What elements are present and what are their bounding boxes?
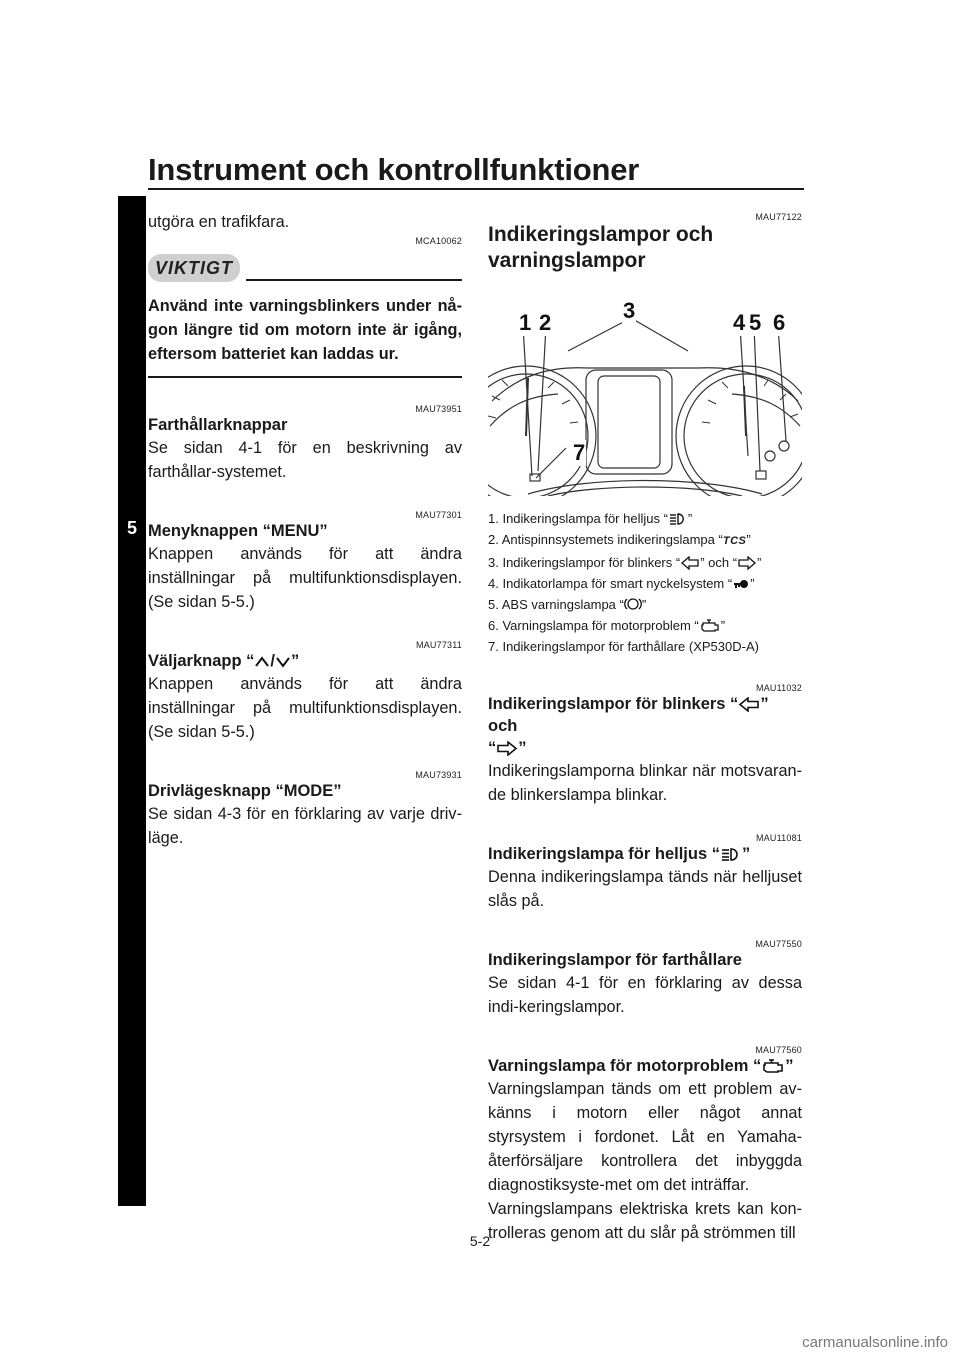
- heading-part: Väljarknapp “: [148, 652, 255, 670]
- figure-legend: 1. Indikeringslampa för helljus “ ” 2. An…: [488, 508, 802, 657]
- section-body: Se sidan 4-1 för en förklaring av dessa …: [488, 974, 802, 1016]
- heading-part: Varningslampa för motorproblem “: [488, 1057, 762, 1075]
- main-heading: varningslampor: [488, 249, 646, 272]
- section-code: MAU11081: [756, 833, 802, 843]
- legend-item: 5. ABS varningslampa “ ”: [488, 594, 802, 615]
- main-code: MAU77122: [755, 212, 802, 222]
- callout-label: 7: [572, 440, 587, 466]
- heading-part: ”: [518, 739, 527, 757]
- right-arrow-icon: [497, 741, 518, 756]
- section-body: Varningslampan tänds om ett problem av-k…: [488, 1080, 802, 1194]
- legend-item: 1. Indikeringslampa för helljus “ ”: [488, 508, 802, 529]
- engine-icon: [701, 619, 719, 632]
- section-code: MAU77550: [755, 939, 802, 949]
- heading-part: ”: [741, 845, 751, 863]
- section-heading: Varningslampa för motorproblem “ ”: [488, 1055, 802, 1077]
- legend-text: 6. Varningslampa för motorproblem “: [488, 618, 699, 633]
- legend-text: ”: [746, 532, 751, 547]
- legend-item: 4. Indikatorlampa för smart nyckelsystem…: [488, 573, 802, 594]
- page-title: Instrument och kontrollfunktioner: [148, 152, 640, 187]
- section-heading: Väljarknapp “ / ”: [148, 650, 462, 672]
- watermark: carmanualsonline.info: [802, 1334, 948, 1351]
- heading-part: “: [488, 739, 497, 757]
- engine-icon: [763, 1059, 784, 1073]
- legend-text: 3. Indikeringslampor för blinkers “: [488, 555, 681, 570]
- legend-text: 1. Indikeringslampa för helljus “: [488, 511, 668, 526]
- legend-text: ”: [750, 576, 755, 591]
- callout-label: 4: [732, 310, 747, 336]
- instrument-cluster-illustration: [488, 317, 802, 496]
- legend-item: 2. Antispinnsystemets indikeringslampa “…: [488, 529, 802, 552]
- callout-label: 3: [622, 298, 637, 324]
- section-body: Varningslampans elektriska krets kan kon…: [488, 1200, 802, 1242]
- section-body: Indikeringslamporna blinkar när motsvara…: [488, 762, 802, 804]
- heading-part: Indikeringslampor för blinkers “: [488, 695, 739, 713]
- viktigt-notice: VIKTIGT: [148, 254, 462, 284]
- right-column: MAU77122 Indikeringslampor och varningsl…: [488, 200, 802, 1245]
- legend-item: 7. Indikeringslampor för farthållare (XP…: [488, 639, 759, 654]
- section-body: Knappen används för att ändra inställnin…: [148, 545, 462, 611]
- viktigt-rule: [246, 279, 462, 281]
- section-heading: Farthållarknappar: [148, 416, 288, 434]
- instrument-cluster-figure: 1 2 3 4 5 6 7: [488, 296, 802, 496]
- high-beam-icon: [669, 513, 684, 525]
- callout-label: 6: [772, 310, 787, 336]
- section-heading: Indikeringslampa för helljus “ ”: [488, 843, 802, 865]
- callout-label: 2: [538, 310, 553, 336]
- intro-text: utgöra en trafikfara.: [148, 213, 290, 231]
- legend-item: 3. Indikeringslampor för blinkers “ ” och…: [488, 552, 802, 573]
- page-number: 5-2: [469, 1233, 491, 1249]
- left-arrow-icon: [681, 556, 699, 570]
- header-rule: [148, 188, 804, 190]
- section-body: Se sidan 4-3 för en förklaring av varje …: [148, 805, 462, 847]
- main-heading: Indikeringslampor och: [488, 223, 714, 246]
- legend-text: 4. Indikatorlampa för smart nyckelsystem…: [488, 576, 733, 591]
- legend-text: ” och “: [700, 555, 738, 570]
- section-code: MAU73951: [415, 404, 462, 414]
- legend-text: ”: [757, 555, 762, 570]
- legend-item: 6. Varningslampa för motorproblem “ ”: [488, 615, 802, 636]
- section-code: MAU11032: [756, 683, 802, 693]
- viktigt-code: MCA10062: [415, 236, 462, 246]
- chevron-up-icon: [255, 656, 270, 667]
- viktigt-badge: VIKTIGT: [148, 254, 240, 282]
- chapter-tab: [118, 196, 146, 1206]
- heading-part: ”: [785, 1057, 794, 1075]
- abs-icon: [623, 598, 642, 610]
- section-code: MAU77311: [416, 640, 462, 650]
- heading-part: Indikeringslampa för helljus “: [488, 845, 720, 863]
- heading-part: ”: [290, 652, 300, 670]
- heading-part: ” och: [488, 695, 769, 735]
- section-body: Knappen används för att ändra inställnin…: [148, 675, 462, 741]
- left-column: utgöra en trafikfara. MCA10062 VIKTIGT A…: [148, 200, 462, 850]
- chevron-down-icon: [276, 657, 290, 668]
- section-heading: Indikeringslampor för blinkers “” och “ ”: [488, 693, 802, 759]
- heading-part: /: [270, 652, 275, 670]
- callout-label: 5: [748, 310, 763, 336]
- section-code: MAU73931: [415, 770, 462, 780]
- legend-text: ”: [641, 597, 647, 612]
- callout-label: 1: [518, 310, 533, 336]
- section-body: Se sidan 4-1 för en beskrivning av farth…: [148, 439, 462, 481]
- viktigt-text: Använd inte varningsblinkers under nå-go…: [148, 294, 462, 378]
- legend-text: ”: [720, 618, 726, 633]
- section-code: MAU77560: [755, 1045, 802, 1055]
- smart-key-icon: [734, 580, 749, 588]
- section-body: Denna indikeringslampa tänds när helljus…: [488, 868, 802, 910]
- section-heading: Indikeringslampor för farthållare: [488, 951, 742, 969]
- high-beam-icon: [721, 848, 738, 861]
- left-arrow-icon: [739, 697, 760, 712]
- section-code: MAU77301: [415, 510, 462, 520]
- chapter-number: 5: [126, 518, 137, 538]
- section-heading: Drivlägesknapp “MODE”: [148, 782, 342, 800]
- section-heading: Menyknappen “MENU”: [148, 522, 328, 540]
- legend-text: 5. ABS varningslampa “: [488, 597, 624, 612]
- right-arrow-icon: [738, 556, 757, 570]
- legend-text: 2. Antispinnsystemets indikeringslampa “: [488, 532, 723, 547]
- legend-text: ”: [687, 511, 693, 526]
- tcs-icon: TCS: [722, 535, 747, 547]
